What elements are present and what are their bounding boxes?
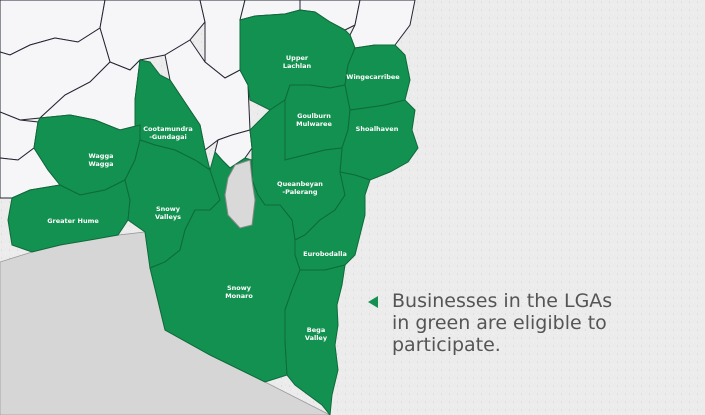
lga-label-wingecarribee: Wingecarribee (346, 73, 400, 81)
lga-label-line: -Palerang (282, 188, 318, 196)
act-region (224, 159, 256, 229)
lga-label-line: Wagga (88, 160, 113, 168)
lga-label-line: Upper (286, 54, 309, 62)
lga-bega-valley (284, 264, 346, 415)
lga-label-shoalhaven: Shoalhaven (356, 125, 399, 133)
lga-label-line: -Gundagai (149, 133, 187, 141)
lga-label-line: Wagga (88, 152, 113, 160)
lga-label-line: Goulburn (297, 112, 331, 120)
lga-label-line: Eurobodalla (303, 250, 347, 258)
lga-label-line: Snowy (156, 205, 181, 213)
callout-text: Businesses in the LGAs in green are elig… (392, 290, 613, 356)
lga-label-line: Queanbeyan (277, 180, 323, 188)
lga-label-line: Snowy (227, 284, 252, 292)
lga-label-line: Greater Hume (47, 217, 99, 225)
lga-label-line: Monaro (225, 292, 253, 300)
lga-label-greater-hume: Greater Hume (47, 217, 99, 225)
eligible-lgas (7, 9, 419, 415)
lga-label-line: Valleys (155, 213, 181, 221)
lga-greater-hume (7, 179, 131, 253)
lga-label-line: Lachlan (283, 62, 312, 70)
lga-label-queanbeyan-palerang: Queanbeyan-Palerang (277, 180, 323, 196)
lga-label-line: Shoalhaven (356, 125, 399, 133)
eligibility-callout: Businesses in the LGAs in green are elig… (368, 290, 668, 356)
lga-label-line: Wingecarribee (346, 73, 400, 81)
lga-label-eurobodalla: Eurobodalla (303, 250, 347, 258)
lga-label-line: Mulwaree (296, 120, 332, 128)
lga-label-line: Valley (305, 334, 328, 342)
callout-arrow-icon (368, 296, 378, 308)
lga-label-cootamundra-gundagai: Cootamundra-Gundagai (143, 125, 192, 141)
lga-label-line: Cootamundra (143, 125, 192, 133)
lga-label-line: Bega (307, 326, 325, 334)
